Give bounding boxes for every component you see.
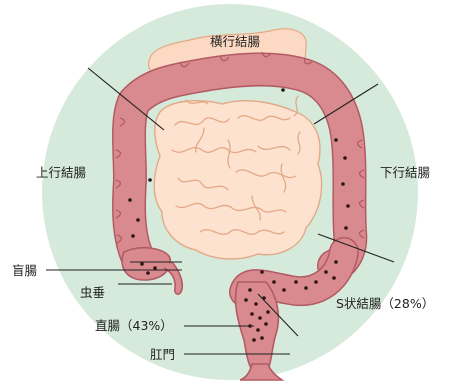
label-appendix: 虫垂 xyxy=(80,285,105,300)
label-rectum: 直腸（43%） xyxy=(95,318,173,333)
label-transverse-colon: 横行結腸 xyxy=(210,34,261,49)
cecum xyxy=(122,248,170,280)
label-ascending-colon: 上行結腸 xyxy=(36,165,87,180)
label-cecum: 盲腸 xyxy=(12,263,38,278)
small-intestine xyxy=(154,96,321,259)
label-descending-colon: 下行結腸 xyxy=(380,165,431,180)
label-anus: 肛門 xyxy=(150,347,175,362)
label-sigmoid-colon: S状結腸（28%） xyxy=(336,296,434,311)
